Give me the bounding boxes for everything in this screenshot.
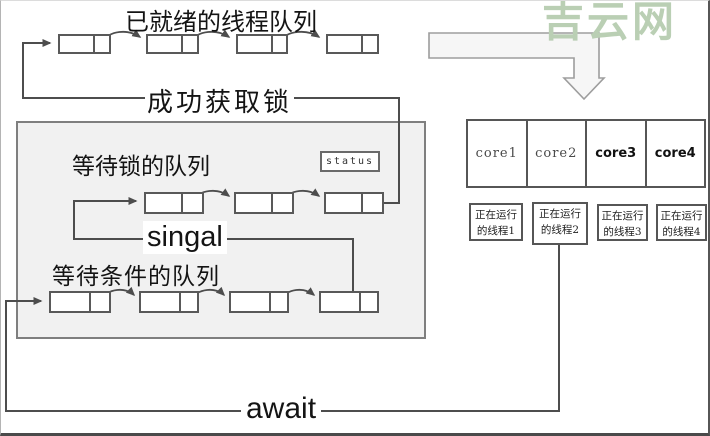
await-connector [5, 245, 560, 412]
node-divider [269, 293, 271, 311]
core-label: core2 [535, 146, 578, 161]
core-cell-1: core1 [468, 121, 528, 186]
status-box: status [320, 151, 380, 172]
node-divider [361, 194, 363, 212]
lock-queue-title: 等待锁的队列 [72, 154, 210, 180]
running-thread-line1: 正在运行 [601, 210, 644, 222]
running-thread-box-4: 正在运行 的线程4 [656, 204, 707, 241]
core-label: core4 [654, 146, 696, 161]
lock-queue-node [144, 192, 204, 214]
dispatch-block-arrow [428, 32, 606, 101]
core-label: core1 [475, 146, 518, 161]
running-thread-line1: 正在运行 [660, 210, 703, 222]
ready-queue-node [58, 34, 111, 54]
running-thread-line2: 的线程1 [476, 224, 516, 237]
running-thread-box-2: 正在运行 的线程2 [532, 202, 588, 245]
running-thread-line1: 正在运行 [475, 209, 517, 221]
condition-queue-node [229, 291, 289, 313]
running-thread-line2: 的线程4 [662, 225, 701, 238]
signal-label: singal [143, 221, 227, 254]
site-watermark: 吉云网 [542, 0, 678, 46]
node-divider [271, 194, 273, 212]
running-thread-line1: 正在运行 [539, 208, 581, 220]
core-cell-2: core2 [528, 121, 587, 186]
node-divider [179, 293, 181, 311]
running-thread-box-3: 正在运行 的线程3 [597, 204, 648, 241]
ready-queue-node [236, 34, 288, 54]
lock-queue-node [324, 192, 384, 214]
signal-connector [73, 197, 354, 291]
await-label: await [241, 392, 322, 426]
condition-queue-title: 等待条件的队列 [52, 264, 220, 290]
condition-queue-node [49, 291, 111, 313]
status-label: status [325, 156, 375, 167]
core-cell-4: core4 [647, 121, 705, 186]
lock-acquired-label: 成功获取锁 [145, 82, 295, 119]
node-divider [181, 194, 183, 212]
node-divider [271, 36, 273, 52]
core-label: core3 [595, 146, 637, 161]
node-divider [181, 36, 183, 52]
core-cell-3: core3 [587, 121, 647, 186]
node-divider [93, 36, 95, 52]
lock-queue-node [234, 192, 294, 214]
core-strip: core1 core2 core3 core4 [466, 119, 706, 188]
node-divider [361, 36, 363, 52]
ready-queue-title: 已就绪的线程队列 [125, 8, 317, 36]
ready-queue-node [146, 34, 199, 54]
running-thread-line2: 的线程2 [540, 223, 580, 236]
condition-queue-node [139, 291, 199, 313]
condition-queue-node [319, 291, 379, 313]
ready-queue-node [326, 34, 379, 54]
running-thread-line2: 的线程3 [603, 225, 642, 238]
node-divider [359, 293, 361, 311]
node-divider [89, 293, 91, 311]
running-thread-box-1: 正在运行 的线程1 [469, 203, 523, 241]
